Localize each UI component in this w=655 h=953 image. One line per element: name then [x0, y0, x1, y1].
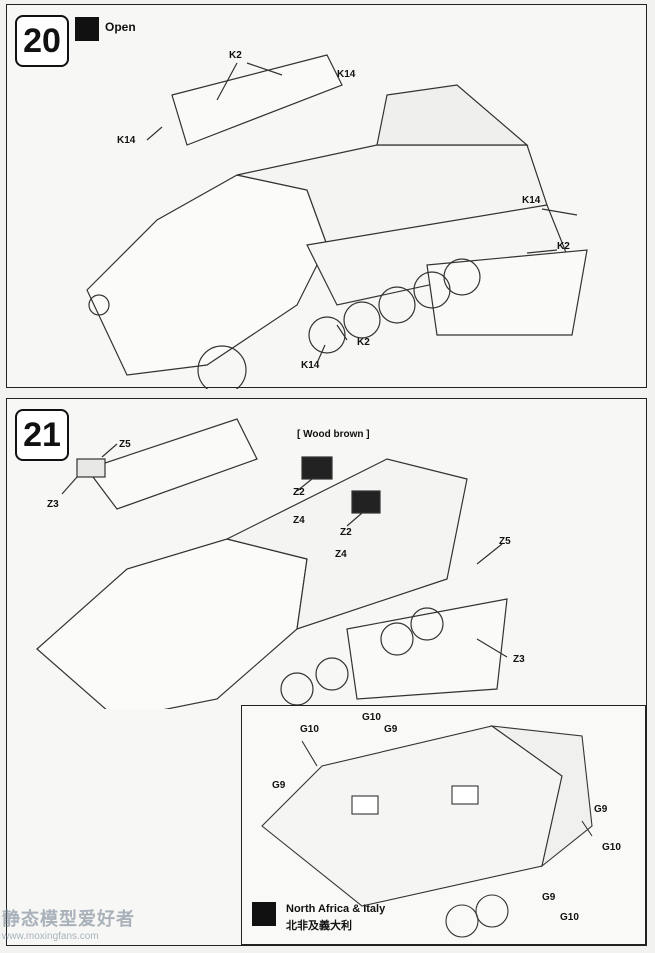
open-hatch-icon	[75, 17, 99, 41]
step-number: 21	[15, 409, 69, 461]
part-label: G9	[542, 892, 556, 903]
site-watermark: 静态模型爱好者 www.moxingfans.com	[2, 905, 135, 942]
variant-inset: G10 G9 G10 G9 G9 G10 G9 G10 North Africa…	[241, 705, 646, 945]
part-label: Z3	[47, 499, 59, 510]
wood-brown-note: [ Wood brown ]	[297, 429, 370, 440]
part-label: G10	[362, 712, 381, 723]
region-flag-icon	[252, 902, 276, 926]
part-label: Z3	[513, 654, 525, 665]
part-label: Z4	[335, 549, 347, 560]
part-label: K14	[117, 135, 136, 146]
part-label: G10	[602, 842, 621, 853]
part-label: G10	[560, 912, 579, 923]
part-label: G9	[384, 724, 398, 735]
part-label: Z2	[340, 527, 352, 538]
watermark-title: 静态模型爱好者	[2, 909, 135, 929]
part-label: K2	[557, 241, 570, 252]
inset-drawing	[261, 725, 593, 938]
step-number: 20	[15, 15, 69, 67]
region-label-zh: 北非及義大利	[286, 920, 352, 932]
vehicle-drawing-21	[36, 418, 508, 709]
region-label-en: North Africa & Italy	[286, 903, 386, 915]
part-label: K2	[229, 50, 242, 61]
step-20-panel: 20 Open K2 K14 K14 K14	[6, 4, 647, 389]
part-label: Z2	[293, 487, 305, 498]
part-label: G9	[594, 804, 608, 815]
vehicle-drawing-20	[86, 54, 588, 389]
step-21-panel: 21 [ Wood brown ] Z5 Z3 Z2 Z4 Z2 Z4 Z5 Z…	[6, 398, 647, 946]
watermark-url: www.moxingfans.com	[2, 931, 99, 942]
part-label: G9	[272, 780, 286, 791]
part-label: K2	[357, 337, 370, 348]
part-label: Z5	[119, 439, 131, 450]
part-label: Z5	[499, 536, 511, 547]
part-label: K14	[301, 360, 320, 371]
part-label: G10	[300, 724, 319, 735]
part-label: Z4	[293, 515, 305, 526]
part-label: K14	[522, 195, 541, 206]
open-label: Open	[105, 20, 136, 34]
part-label: K14	[337, 69, 356, 80]
